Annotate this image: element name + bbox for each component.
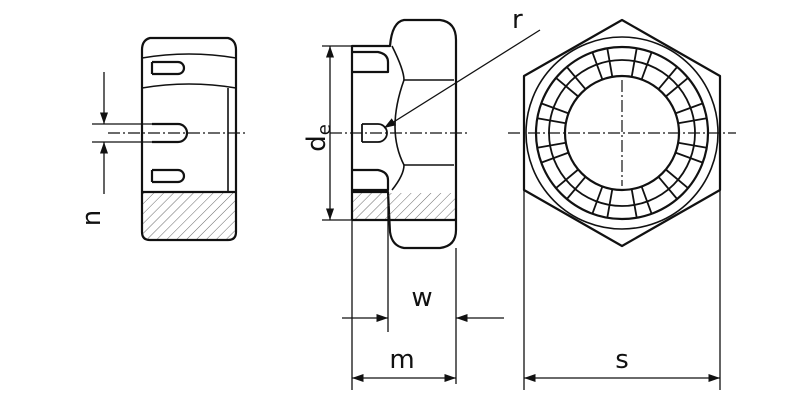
crown-slot-edge [678,141,707,149]
svg-text:de: de [302,124,335,152]
crown-slot-edge [555,168,579,189]
middle-section-view [350,18,458,250]
crown-slot-edge [606,189,614,218]
label-m: m [389,345,414,375]
crown-slot-edge [591,51,604,80]
crown-slot-edge [537,117,566,125]
crown-slot-edge [640,186,653,215]
crown-slot-edge [640,51,653,80]
n-dimension [92,72,152,194]
crown-slot-edge [566,176,587,200]
de-dimension [322,45,352,221]
crown-slot-edge [566,66,587,90]
hex-outline [522,18,722,248]
r-leader-line [383,29,541,129]
crown-slot-edge [675,102,704,115]
crown-slot-edge [540,102,569,115]
crown-slot-edge [606,48,614,77]
crown-slot-edge [665,77,689,98]
crown-slot-edge [675,151,704,164]
crown-slot-edge [657,176,678,200]
s-dimension [523,190,721,390]
crown-slot-edge [630,48,638,77]
label-d: d [302,135,332,152]
crown-slot-edge [540,151,569,164]
w-dimension [342,196,504,390]
crown-slot-edge [657,66,678,90]
crown-slot-edge [665,168,689,189]
label-s: s [615,345,629,375]
left-side-view [140,36,238,242]
crown-slots [537,48,707,218]
label-w: w [411,283,432,313]
crown-slot-edge [678,117,707,125]
label-d-subscript: e [314,124,335,135]
label-r: r [512,5,523,35]
crown-slot-edge [537,141,566,149]
crown-slot-edge [630,189,638,218]
crown-slot-edge [591,186,604,215]
crown-slot-edge [555,77,579,98]
label-de: de [302,124,335,152]
label-n: n [77,210,107,226]
